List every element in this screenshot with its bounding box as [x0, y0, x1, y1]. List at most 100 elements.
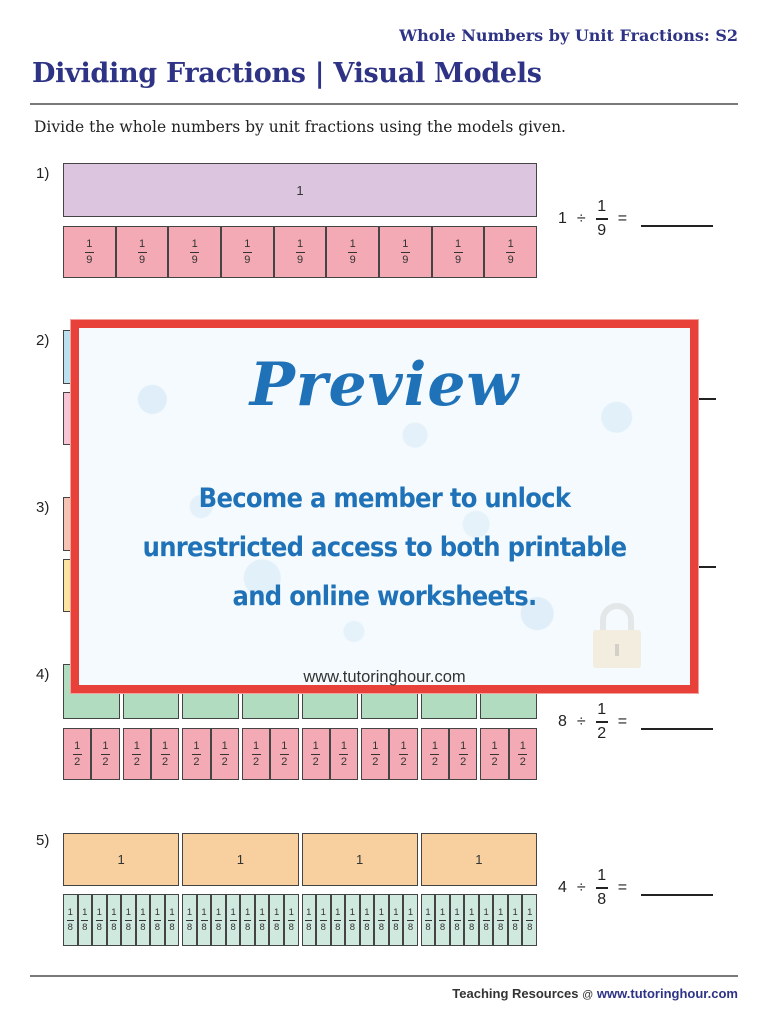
equation: 4 ÷ 1 8 = — [558, 867, 714, 908]
whole-cell: 1 — [420, 833, 537, 886]
divisor-fraction: 1 8 — [595, 867, 608, 908]
preview-title: Preview — [249, 350, 520, 420]
page-title: Dividing Fractions | Visual Models — [32, 58, 542, 89]
lock-icon — [593, 603, 641, 668]
answer-blank[interactable] — [690, 398, 716, 400]
problem-number: 4) — [36, 666, 50, 683]
divide-symbol: ÷ — [576, 878, 586, 896]
whole-cell: 1 — [63, 163, 537, 217]
title-divider — [30, 103, 738, 105]
divisor-fraction: 1 9 — [595, 198, 608, 239]
equals-symbol: = — [617, 209, 628, 227]
equals-symbol: = — [617, 878, 628, 896]
problem-number: 3) — [36, 499, 50, 516]
instructions: Divide the whole numbers by unit fractio… — [34, 118, 566, 136]
answer-blank[interactable] — [641, 893, 714, 896]
answer-blank[interactable] — [690, 566, 716, 568]
whole-cell: 1 — [301, 833, 418, 886]
footer-divider — [30, 975, 738, 977]
problem-number: 5) — [36, 832, 50, 849]
answer-blank[interactable] — [641, 224, 714, 227]
preview-overlay: Preview Become a member to unlock unrest… — [71, 320, 698, 693]
preview-url-link[interactable]: www.tutoringhour.com — [303, 668, 466, 686]
worksheet-subtitle: Whole Numbers by Unit Fractions: S2 — [399, 26, 738, 45]
footer-link[interactable]: www.tutoringhour.com — [596, 986, 738, 1001]
answer-blank[interactable] — [641, 727, 714, 730]
divide-symbol: ÷ — [576, 712, 586, 730]
problem-number: 1) — [36, 165, 50, 182]
